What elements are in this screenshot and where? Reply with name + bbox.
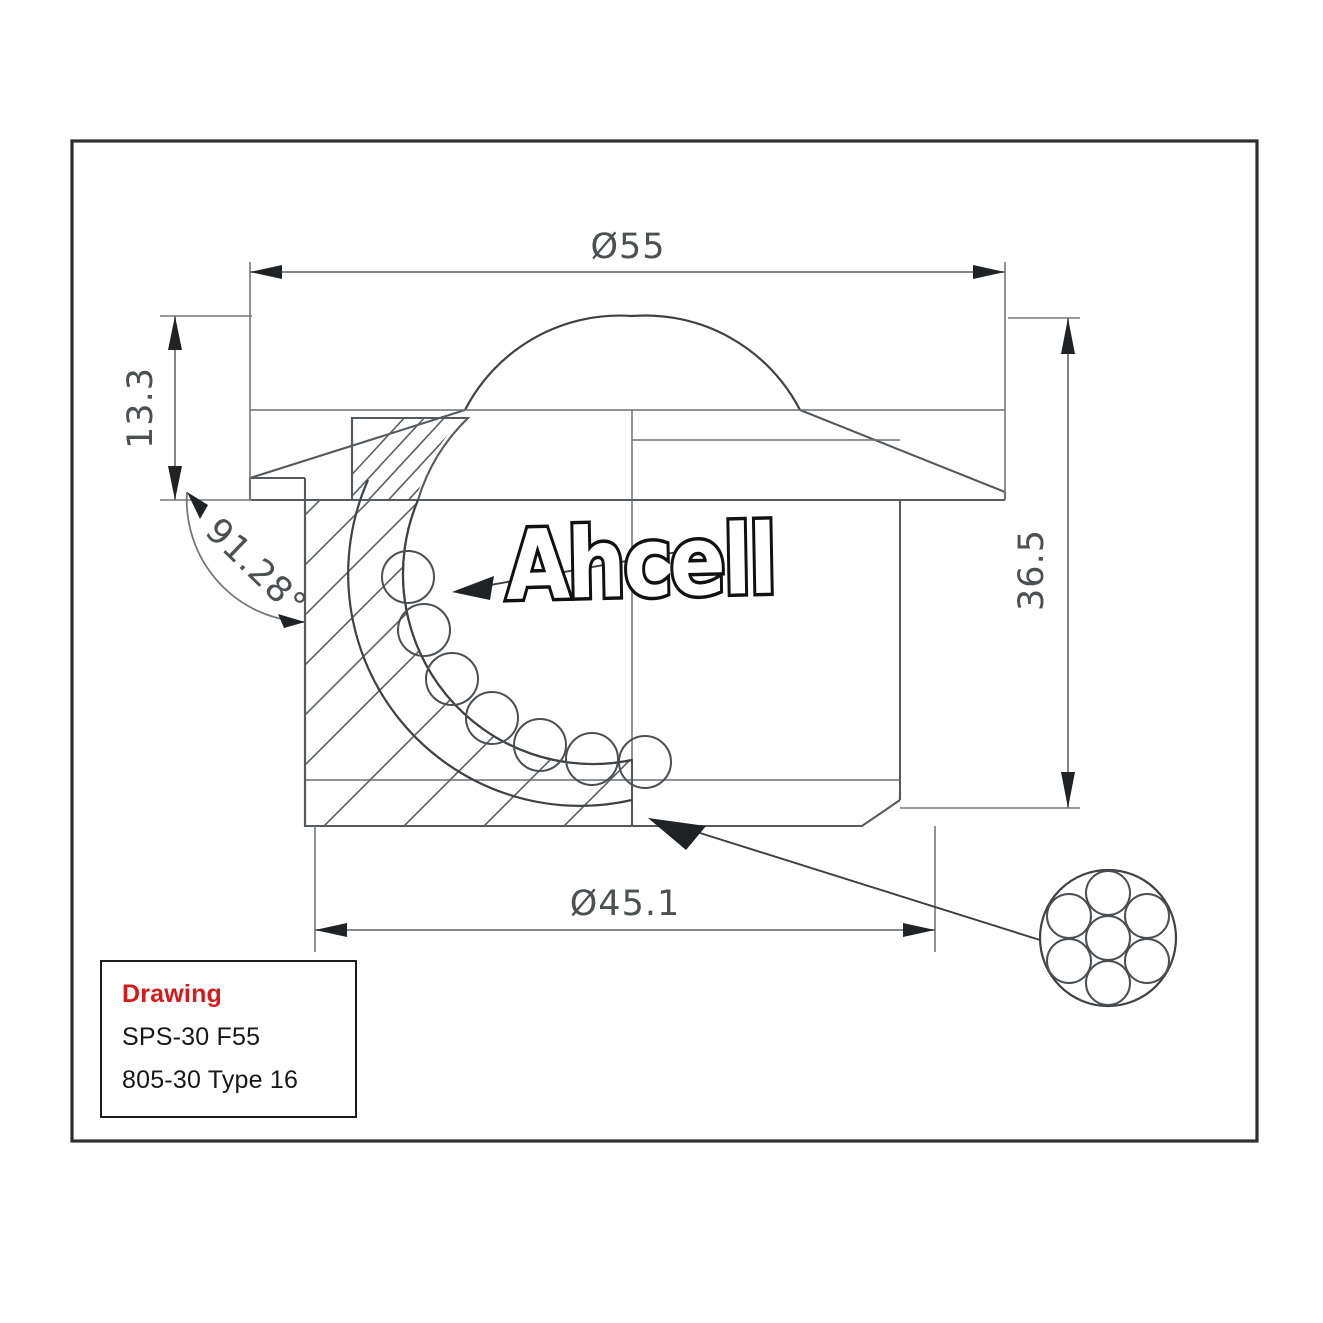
dimension-label-36-5: 36.5 <box>1012 529 1052 611</box>
title-block-type: 805-30 Type 16 <box>122 1066 299 1094</box>
detail-ball <box>1085 960 1131 1006</box>
dimension-height-13-3: 13.3 <box>121 315 252 501</box>
arrowhead-arc-start <box>187 492 208 519</box>
detail-ball <box>1085 870 1131 916</box>
detail-ball <box>1046 938 1092 984</box>
dimension-diameter-45-1: Ø45.1 <box>314 826 936 952</box>
detail-ball <box>1124 893 1170 939</box>
dimension-diameter-55: Ø55 <box>249 227 1006 500</box>
arrowhead-left <box>315 923 347 937</box>
leader-arrowhead <box>452 576 494 600</box>
dimension-height-36-5: 36.5 <box>900 317 1080 809</box>
ball-dome-arc <box>464 314 801 411</box>
arrowhead-top <box>168 316 182 350</box>
ball-race-group <box>381 550 672 789</box>
arrowhead-bottom <box>1061 772 1075 808</box>
race-inner-arc <box>401 499 633 766</box>
bearing-ball <box>513 718 567 772</box>
arrowhead-right <box>973 265 1005 279</box>
arrowhead-top <box>1061 318 1075 354</box>
arrowhead-bottom <box>168 466 182 500</box>
ball-sphere-lower-arc <box>347 479 633 807</box>
hatch-pocket-upper <box>350 416 471 502</box>
title-block-model: SPS-30 F55 <box>122 1023 261 1051</box>
detail-ball <box>1046 893 1092 939</box>
bearing-ball <box>397 603 451 657</box>
bearing-ball <box>465 691 519 745</box>
dimension-label-45-1: Ø45.1 <box>570 884 680 924</box>
dimension-label-diameter-55: Ø55 <box>590 227 665 267</box>
ball-pattern-detail <box>1038 868 1178 1008</box>
bearing-ball <box>381 550 435 604</box>
bearing-ball <box>425 652 479 706</box>
detail-ball <box>1124 938 1170 984</box>
sheet-border <box>70 139 1259 1143</box>
title-block: Drawing SPS-30 F55 805-30 Type 16 <box>100 960 357 1118</box>
flange-left-edge <box>248 476 305 500</box>
flange-top-slope-right <box>799 409 1006 493</box>
arrowhead-left <box>250 265 282 279</box>
leader-to-bearing-balls <box>452 547 701 600</box>
dimension-label-13-3: 13.3 <box>121 367 161 449</box>
detail-ball-center <box>1085 915 1131 961</box>
bearing-ball <box>565 732 619 786</box>
arrowhead-arc-end <box>278 614 305 628</box>
leader-to-detail-view <box>648 818 1041 941</box>
dimension-angle-91-28: 91.28° <box>185 491 314 628</box>
detail-outer-circle <box>1038 868 1178 1008</box>
leader-arrowhead <box>648 818 706 850</box>
dimension-label-angle: 91.28° <box>197 511 314 626</box>
bearing-ball <box>618 735 672 789</box>
arrowhead-right <box>903 923 935 937</box>
flange-top-slope-left <box>249 408 466 480</box>
title-block-heading: Drawing <box>122 980 223 1008</box>
angle-arc <box>185 491 306 623</box>
